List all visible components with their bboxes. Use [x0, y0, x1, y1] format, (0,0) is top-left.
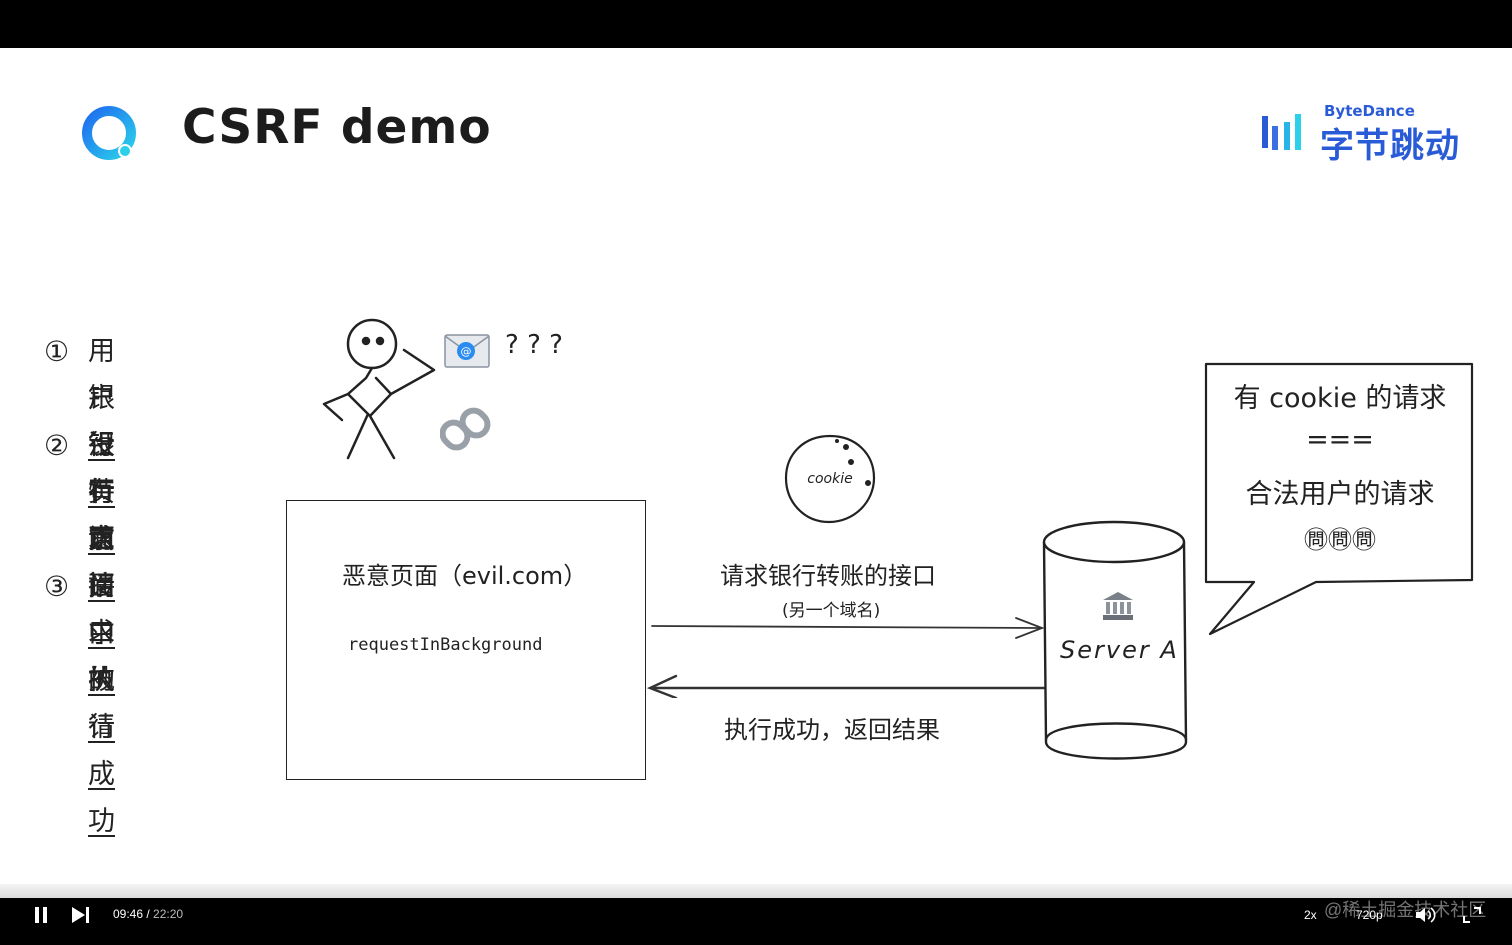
course-logo-icon — [82, 106, 136, 160]
pause-icon[interactable] — [32, 906, 50, 924]
request-sublabel: (另一个域名) — [782, 601, 881, 621]
slide-canvas: CSRF demo ByteDance 字节跳动 ① 用户没有访问 银行页面 ②… — [0, 48, 1512, 898]
server-cylinder — [1042, 520, 1188, 760]
volume-icon[interactable] — [1414, 906, 1438, 924]
evil-page-title: 恶意页面（evil.com） — [342, 562, 588, 590]
svg-text:@: @ — [461, 345, 472, 358]
request-arrow — [646, 617, 1046, 698]
server-label: Server A — [1060, 636, 1179, 664]
playback-speed-button[interactable]: 2x — [1304, 908, 1317, 922]
progress-fill — [0, 884, 662, 898]
email-icon: @ — [444, 334, 490, 368]
progress-bar[interactable] — [0, 884, 1512, 898]
time-separator: / — [143, 907, 154, 921]
evil-page-code: requestInBackground — [348, 635, 543, 655]
brand-cn-label: 字节跳动 — [1320, 126, 1460, 166]
next-icon[interactable] — [70, 906, 92, 924]
bubble-line-1: 有 cookie 的请求 — [1233, 383, 1447, 414]
time-display: 09:46 / 22:20 — [113, 907, 183, 921]
speech-bubble-content: 有 cookie 的请求 === 合法用户的请求 ㉄㉄㉄ — [1206, 364, 1474, 580]
brand-en-label: ByteDance — [1324, 102, 1415, 120]
request-label: 请求银行转账的接口 — [720, 562, 936, 590]
bytedance-logo-icon — [1262, 114, 1301, 150]
player-controls: 09:46 / 22:20 2x @稀土掘金技术社区 720p — [0, 898, 1512, 945]
evil-page-box — [286, 500, 646, 780]
bubble-line-3: 合法用户的请求 — [1245, 479, 1435, 510]
fullscreen-icon[interactable] — [1462, 906, 1482, 924]
quality-button[interactable]: 720p — [1356, 908, 1383, 922]
slide-title: CSRF demo — [182, 100, 492, 155]
total-time: 22:20 — [153, 907, 184, 921]
bubble-line-2: === — [1306, 424, 1374, 455]
speech-bubble — [1204, 362, 1474, 636]
stick-figure-icon — [322, 318, 436, 460]
bank-icon — [1103, 592, 1133, 620]
bubble-line-4: ㉄㉄㉄ — [1304, 526, 1376, 554]
top-black-bar — [0, 0, 1512, 48]
link-icon — [440, 407, 491, 451]
response-label: 执行成功，返回结果 — [724, 716, 940, 744]
cookie-icon: cookie — [784, 434, 876, 524]
watermark: @稀土掘金技术社区 — [1324, 900, 1487, 920]
cookie-label: cookie — [807, 471, 852, 487]
current-time: 09:46 — [113, 907, 144, 921]
question-marks: ? ? ? — [505, 330, 563, 360]
